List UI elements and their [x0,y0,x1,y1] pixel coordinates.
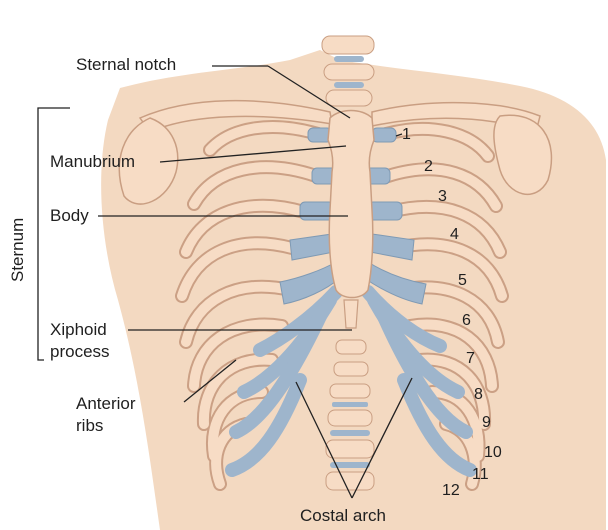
rib-number-8: 8 [474,386,483,403]
spine [321,35,375,491]
rib-number-9: 9 [482,414,491,431]
left-ribs-fill [177,122,323,489]
rib-number-4: 4 [450,226,459,243]
rib-number-3: 3 [438,188,447,205]
label-xiphoid: Xiphoid [50,320,107,339]
sternum-shape [327,109,375,299]
rib-number-1: 1 [402,126,411,143]
rib-number-6: 6 [462,312,471,329]
rib-number-7: 7 [466,350,475,367]
rib-number-5: 5 [458,272,467,289]
rib-number-10: 10 [484,444,502,461]
left-shoulder [118,117,179,205]
label-costal-arch: Costal arch [300,506,386,525]
label-process: process [50,342,110,361]
label-manubrium: Manubrium [50,152,136,171]
label-body: Body [50,206,89,225]
rib-number-2: 2 [424,158,433,175]
right-shoulder [493,114,553,196]
label-ribs: ribs [76,416,104,435]
rib-number-12: 12 [442,482,460,499]
label-anterior: Anterior [76,394,136,413]
xiphoid-shape [343,299,359,329]
rib-number-11: 11 [472,466,489,483]
lower-cartilages [225,285,477,477]
costal-cartilages [279,127,427,305]
label-sternum: Sternum [8,217,27,282]
label-sternal-notch: Sternal notch [76,55,177,74]
leader-lines [37,65,413,499]
